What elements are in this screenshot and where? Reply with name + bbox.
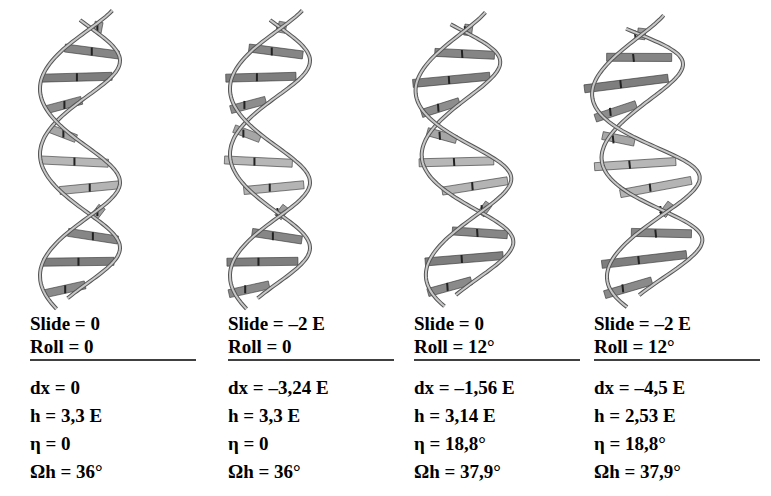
pair-divider xyxy=(256,73,258,81)
underline xyxy=(228,359,394,361)
backbone xyxy=(230,11,310,309)
pair-divider xyxy=(461,50,464,58)
base-pair xyxy=(40,156,108,167)
pair-divider xyxy=(619,80,622,88)
pair-divider xyxy=(612,135,615,143)
pair-divider xyxy=(64,285,66,293)
underline xyxy=(30,359,196,361)
rise-value: h = 3,3 E xyxy=(228,405,300,427)
backbone xyxy=(408,11,520,307)
pair-divider xyxy=(91,47,93,55)
backbone xyxy=(230,11,310,309)
backbone xyxy=(40,11,120,309)
dx-value: dx = 0 xyxy=(30,377,80,399)
pair-divider xyxy=(637,256,640,264)
roll-value: Roll = 0 xyxy=(30,336,94,358)
underline xyxy=(594,359,760,361)
pair-divider xyxy=(438,132,441,140)
twist-value: Ωh = 36° xyxy=(228,461,301,483)
slide-value: Slide = –2 E xyxy=(594,313,691,335)
base-pair xyxy=(224,156,292,167)
base-pair xyxy=(226,72,296,82)
pair-divider xyxy=(476,229,479,237)
rise-value: h = 3,3 E xyxy=(30,405,102,427)
inclination-value: η = 18,8° xyxy=(414,433,486,455)
pair-divider xyxy=(92,232,94,240)
pair-divider xyxy=(242,130,244,138)
pair-divider xyxy=(654,230,657,238)
pair-divider xyxy=(89,184,91,192)
pair-divider xyxy=(448,76,451,84)
dx-value: dx = –1,56 E xyxy=(414,377,515,399)
backbone xyxy=(580,13,712,309)
twist-value: Ωh = 37,9° xyxy=(414,461,501,483)
backbone xyxy=(580,13,712,309)
rise-value: h = 3,14 E xyxy=(414,405,496,427)
twist-value: Ωh = 37,9° xyxy=(594,461,681,483)
inclination-value: η = 0 xyxy=(30,433,71,455)
base-pair xyxy=(412,72,490,87)
pair-divider xyxy=(446,283,449,291)
pair-divider xyxy=(243,101,245,109)
slide-value: Slide = 0 xyxy=(414,313,484,335)
pair-divider xyxy=(77,258,79,266)
pair-divider xyxy=(649,184,652,192)
slide-value: Slide = –2 E xyxy=(228,313,325,335)
pair-divider xyxy=(632,54,635,62)
pair-divider xyxy=(453,158,456,166)
pair-divider xyxy=(437,104,440,112)
pair-divider xyxy=(272,232,274,240)
underline xyxy=(414,359,580,361)
pair-divider xyxy=(628,161,631,169)
pair-divider xyxy=(471,182,474,190)
base-pair xyxy=(419,154,495,170)
dx-value: dx = –3,24 E xyxy=(228,377,329,399)
helix xyxy=(224,11,310,309)
base-pair xyxy=(43,257,114,266)
roll-value: Roll = 12° xyxy=(414,336,495,358)
roll-value: Roll = 12° xyxy=(594,336,675,358)
pair-divider xyxy=(269,184,271,192)
dx-value: dx = –4,5 E xyxy=(594,377,685,399)
pair-divider xyxy=(63,101,65,109)
pair-divider xyxy=(73,158,75,166)
helix xyxy=(576,13,713,309)
roll-value: Roll = 0 xyxy=(228,336,292,358)
pair-divider xyxy=(76,73,78,81)
base-pair xyxy=(42,72,112,82)
pair-divider xyxy=(257,258,259,266)
pair-divider xyxy=(253,158,255,166)
pair-divider xyxy=(271,47,273,55)
backbone xyxy=(40,11,120,309)
inclination-value: η = 18,8° xyxy=(594,433,666,455)
twist-value: Ωh = 36° xyxy=(30,461,103,483)
backbone xyxy=(408,11,520,307)
rise-value: h = 2,53 E xyxy=(594,405,676,427)
pair-divider xyxy=(244,285,246,293)
helix xyxy=(40,11,120,309)
base-pair xyxy=(227,257,298,266)
helix xyxy=(408,11,520,307)
pair-divider xyxy=(460,255,463,263)
pair-divider xyxy=(609,108,612,116)
slide-value: Slide = 0 xyxy=(30,313,100,335)
base-pair xyxy=(425,252,504,266)
pair-divider xyxy=(621,284,624,292)
inclination-value: η = 0 xyxy=(228,433,269,455)
base-pair xyxy=(59,181,120,195)
